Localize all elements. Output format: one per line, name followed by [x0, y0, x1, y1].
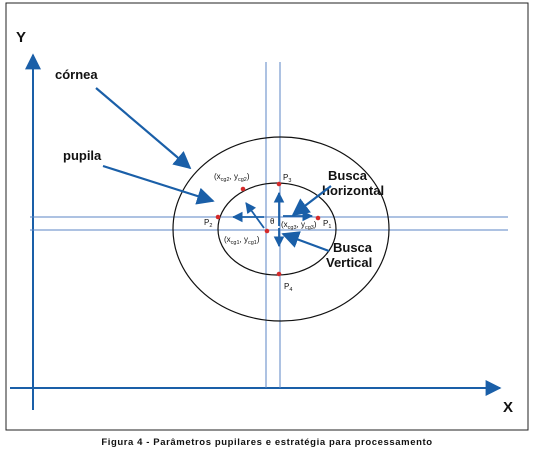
figure-border	[5, 2, 529, 431]
p4-label: P4	[284, 282, 292, 293]
x-axis-label: X	[503, 399, 513, 416]
cornea-ellipse	[172, 136, 390, 322]
coord-cg1-label: (xcg1, ycg1)	[224, 235, 260, 246]
dot-p1	[315, 215, 321, 221]
busca-horizontal-arrow	[291, 185, 332, 217]
dot-p2	[215, 214, 221, 220]
dot-p4	[276, 271, 282, 277]
theta-label: θ	[270, 217, 275, 226]
dot-cg2	[240, 186, 246, 192]
p2-label: P2	[204, 218, 212, 229]
p1-label: P1	[323, 219, 331, 230]
busca-vertical-arrow	[281, 231, 330, 253]
y-axis-label: Y	[16, 29, 26, 46]
figure-caption: Figura 4 - Parâmetros pupilares e estrat…	[101, 437, 432, 448]
pupila-pointer-arrow	[102, 164, 215, 205]
dot-center-cg1	[264, 228, 270, 234]
coord-cg3-label: (xcg3, ycg3)	[281, 220, 317, 231]
pupila-label: pupila	[63, 148, 102, 163]
cornea-label: córnea	[55, 67, 98, 82]
dot-p3	[276, 181, 282, 187]
coord-cg2-label: (xcg2, ycg2)	[214, 172, 250, 183]
cornea-pointer-arrow	[95, 87, 192, 170]
p3-label: P3	[283, 173, 291, 184]
busca-vertical-label-line2: Vertical	[326, 255, 372, 270]
busca-horizontal-label-line1: Busca	[328, 168, 368, 183]
search-arrow-diagonal	[245, 202, 265, 229]
busca-horizontal-label-line2: horizontal	[322, 183, 384, 198]
busca-vertical-label-line1: Busca	[333, 240, 373, 255]
